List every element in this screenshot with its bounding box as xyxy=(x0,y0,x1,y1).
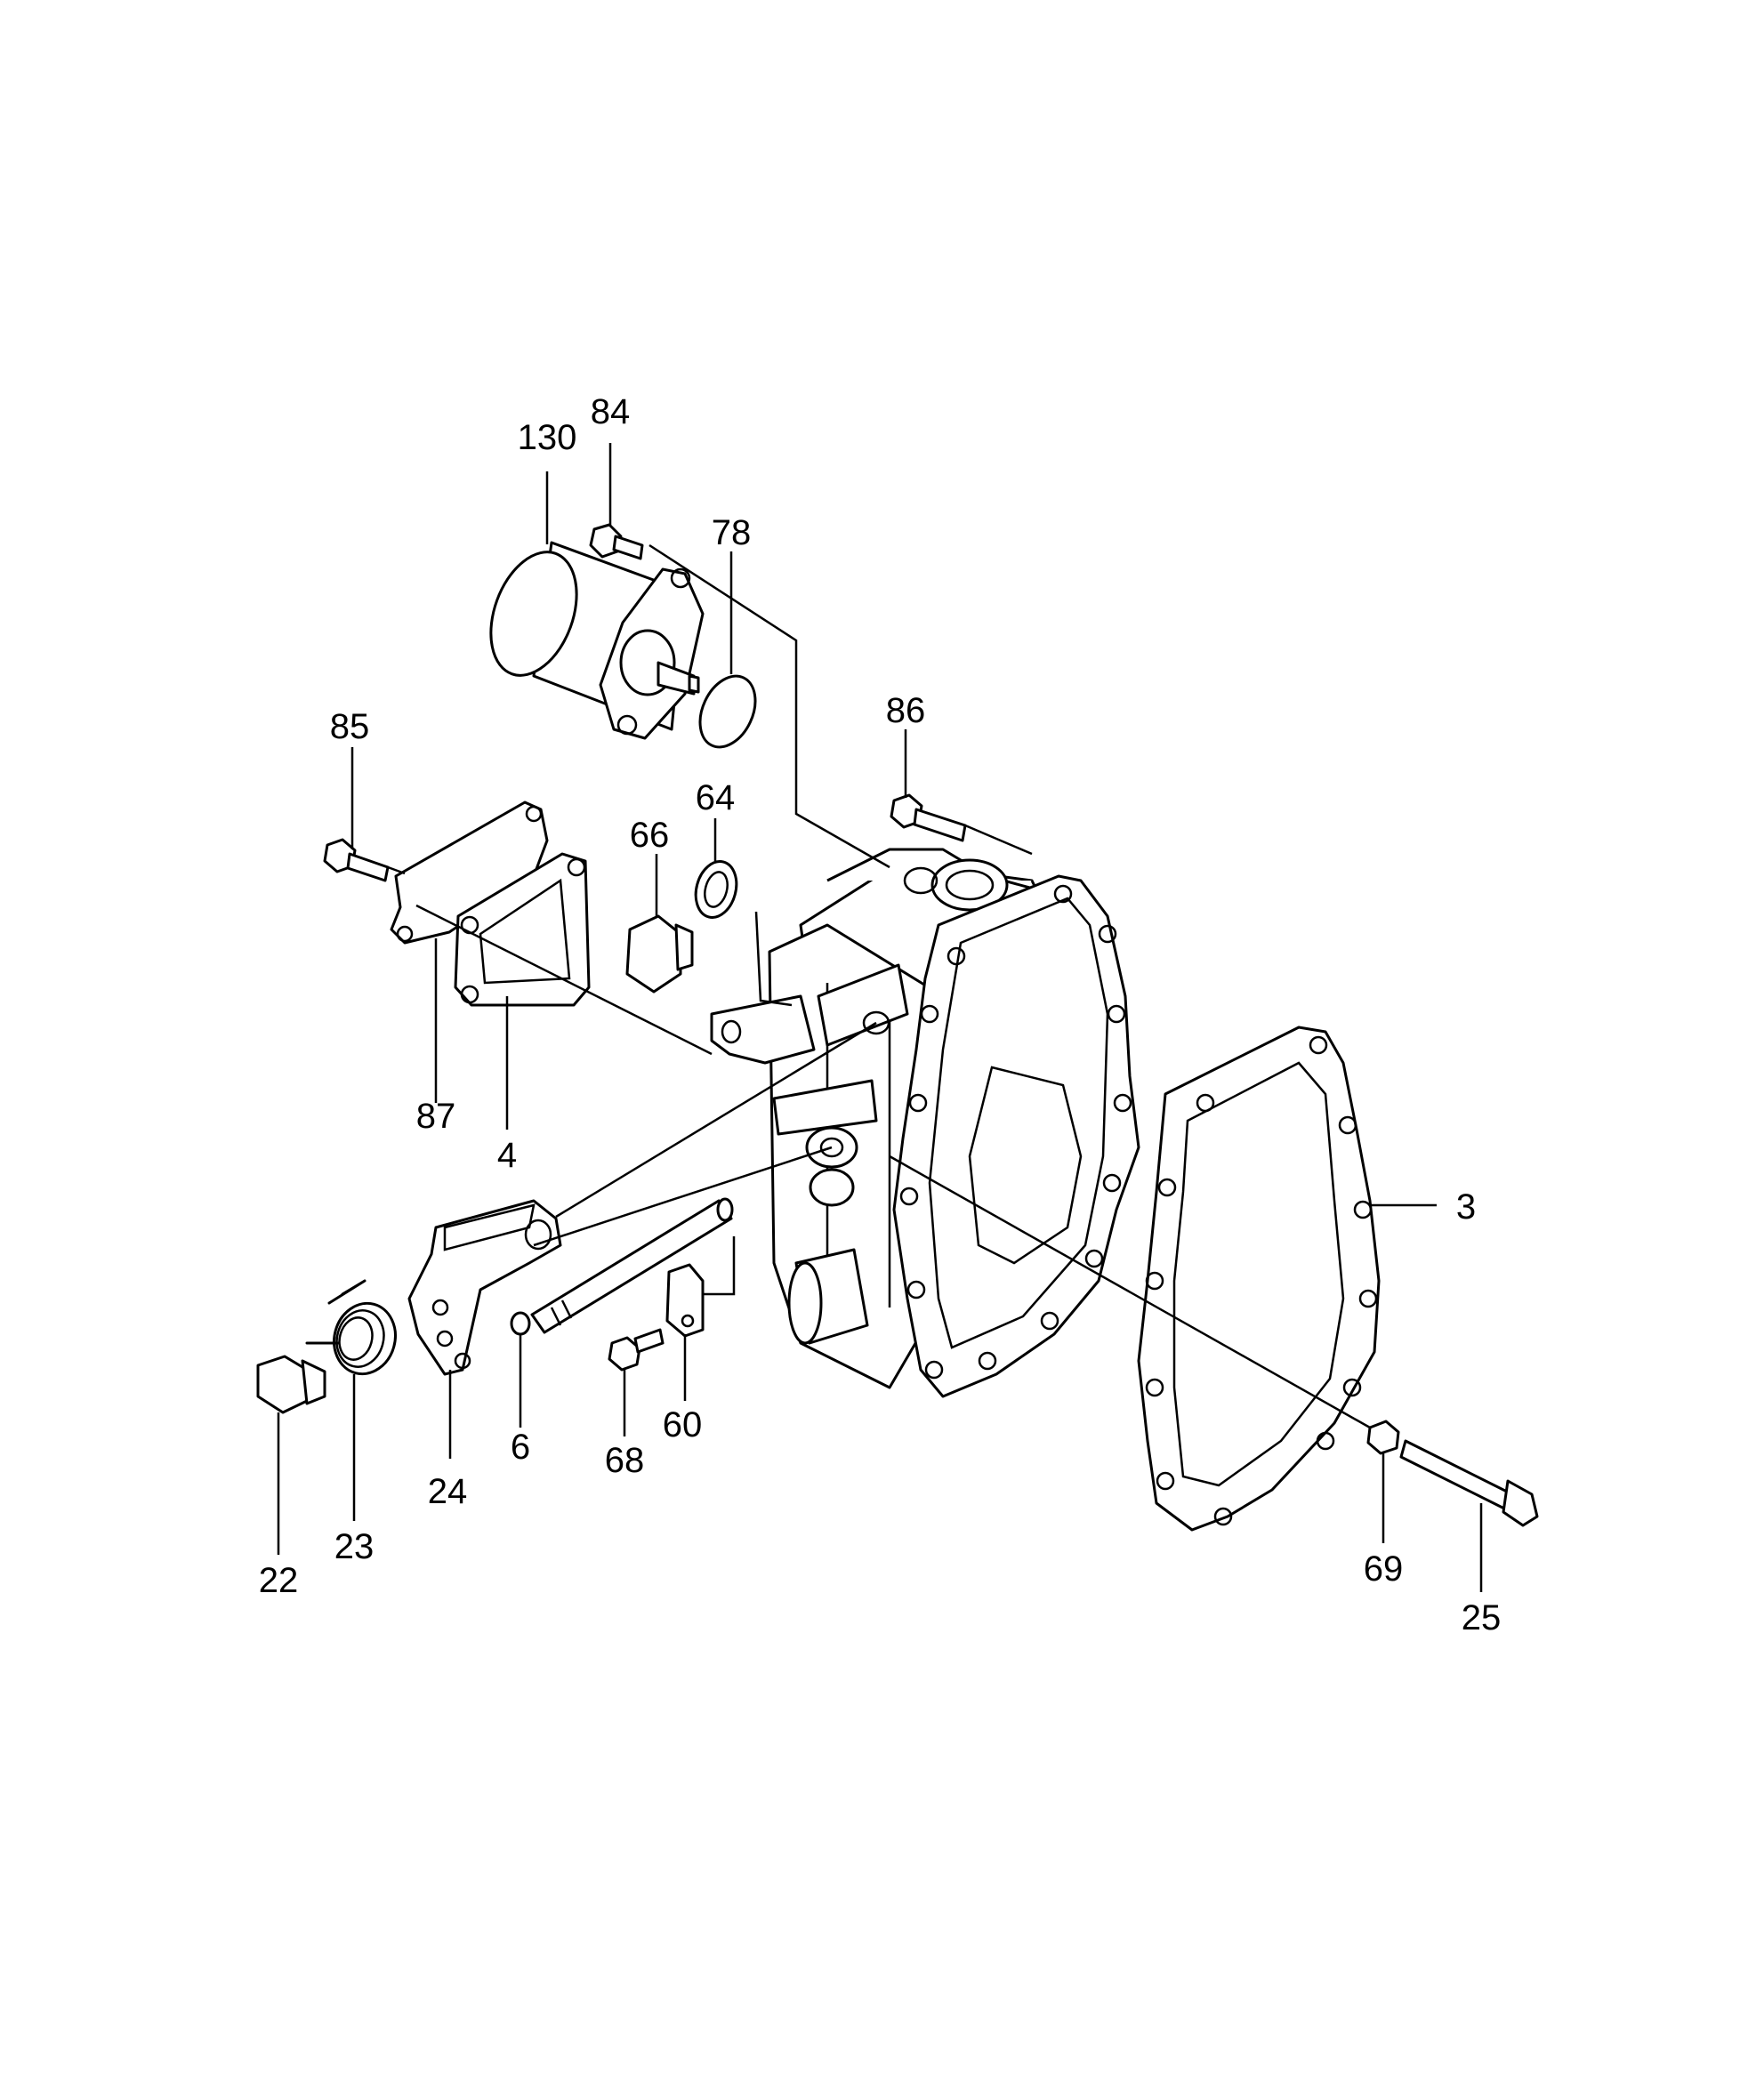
callout-85: 85 xyxy=(330,707,370,746)
callout-84: 84 xyxy=(591,392,631,431)
callout-86: 86 xyxy=(886,691,926,730)
callout-23: 23 xyxy=(334,1527,375,1566)
part-25-bolt xyxy=(1399,1439,1539,1527)
callout-68: 68 xyxy=(605,1441,645,1480)
callout-25: 25 xyxy=(1462,1598,1502,1637)
callout-66: 66 xyxy=(630,816,670,855)
part-69-nut xyxy=(1366,1420,1400,1455)
callout-22: 22 xyxy=(259,1561,299,1600)
callout-6: 6 xyxy=(511,1428,530,1467)
part-66-plug xyxy=(625,914,694,994)
part-3-gasket xyxy=(1137,1026,1381,1532)
callout-87: 87 xyxy=(416,1097,456,1136)
governor-shaft xyxy=(530,1197,734,1334)
callout-69: 69 xyxy=(1364,1549,1404,1589)
callout-78: 78 xyxy=(712,513,752,552)
part-6-o-ring xyxy=(510,1311,531,1336)
leader-lines xyxy=(277,443,1483,1592)
part-4-cover-plate xyxy=(454,852,591,1007)
callout-60: 60 xyxy=(663,1405,703,1444)
part-22-plug xyxy=(256,1355,326,1414)
part-24-lever xyxy=(407,1199,562,1376)
callout-64: 64 xyxy=(696,778,736,817)
main-housing xyxy=(710,848,1140,1398)
part-84-bolt xyxy=(589,523,644,560)
alignment-lines xyxy=(387,543,1371,1429)
part-78-o-ring xyxy=(698,674,757,749)
part-85-bolt xyxy=(323,838,390,882)
callout-24: 24 xyxy=(428,1472,468,1511)
part-130-solenoid xyxy=(489,541,705,740)
part-64-washer xyxy=(694,860,738,919)
callout-130: 130 xyxy=(518,418,577,457)
part-86-bolt xyxy=(890,793,967,842)
part-68-bolt xyxy=(608,1328,665,1372)
callout-4: 4 xyxy=(497,1136,517,1175)
callout-3: 3 xyxy=(1456,1187,1476,1227)
part-23-spring xyxy=(305,1279,397,1376)
part-60-plate xyxy=(665,1263,705,1338)
callout-labels: 130 84 78 86 85 64 66 87 4 3 6 24 68 60 … xyxy=(259,392,1502,1637)
